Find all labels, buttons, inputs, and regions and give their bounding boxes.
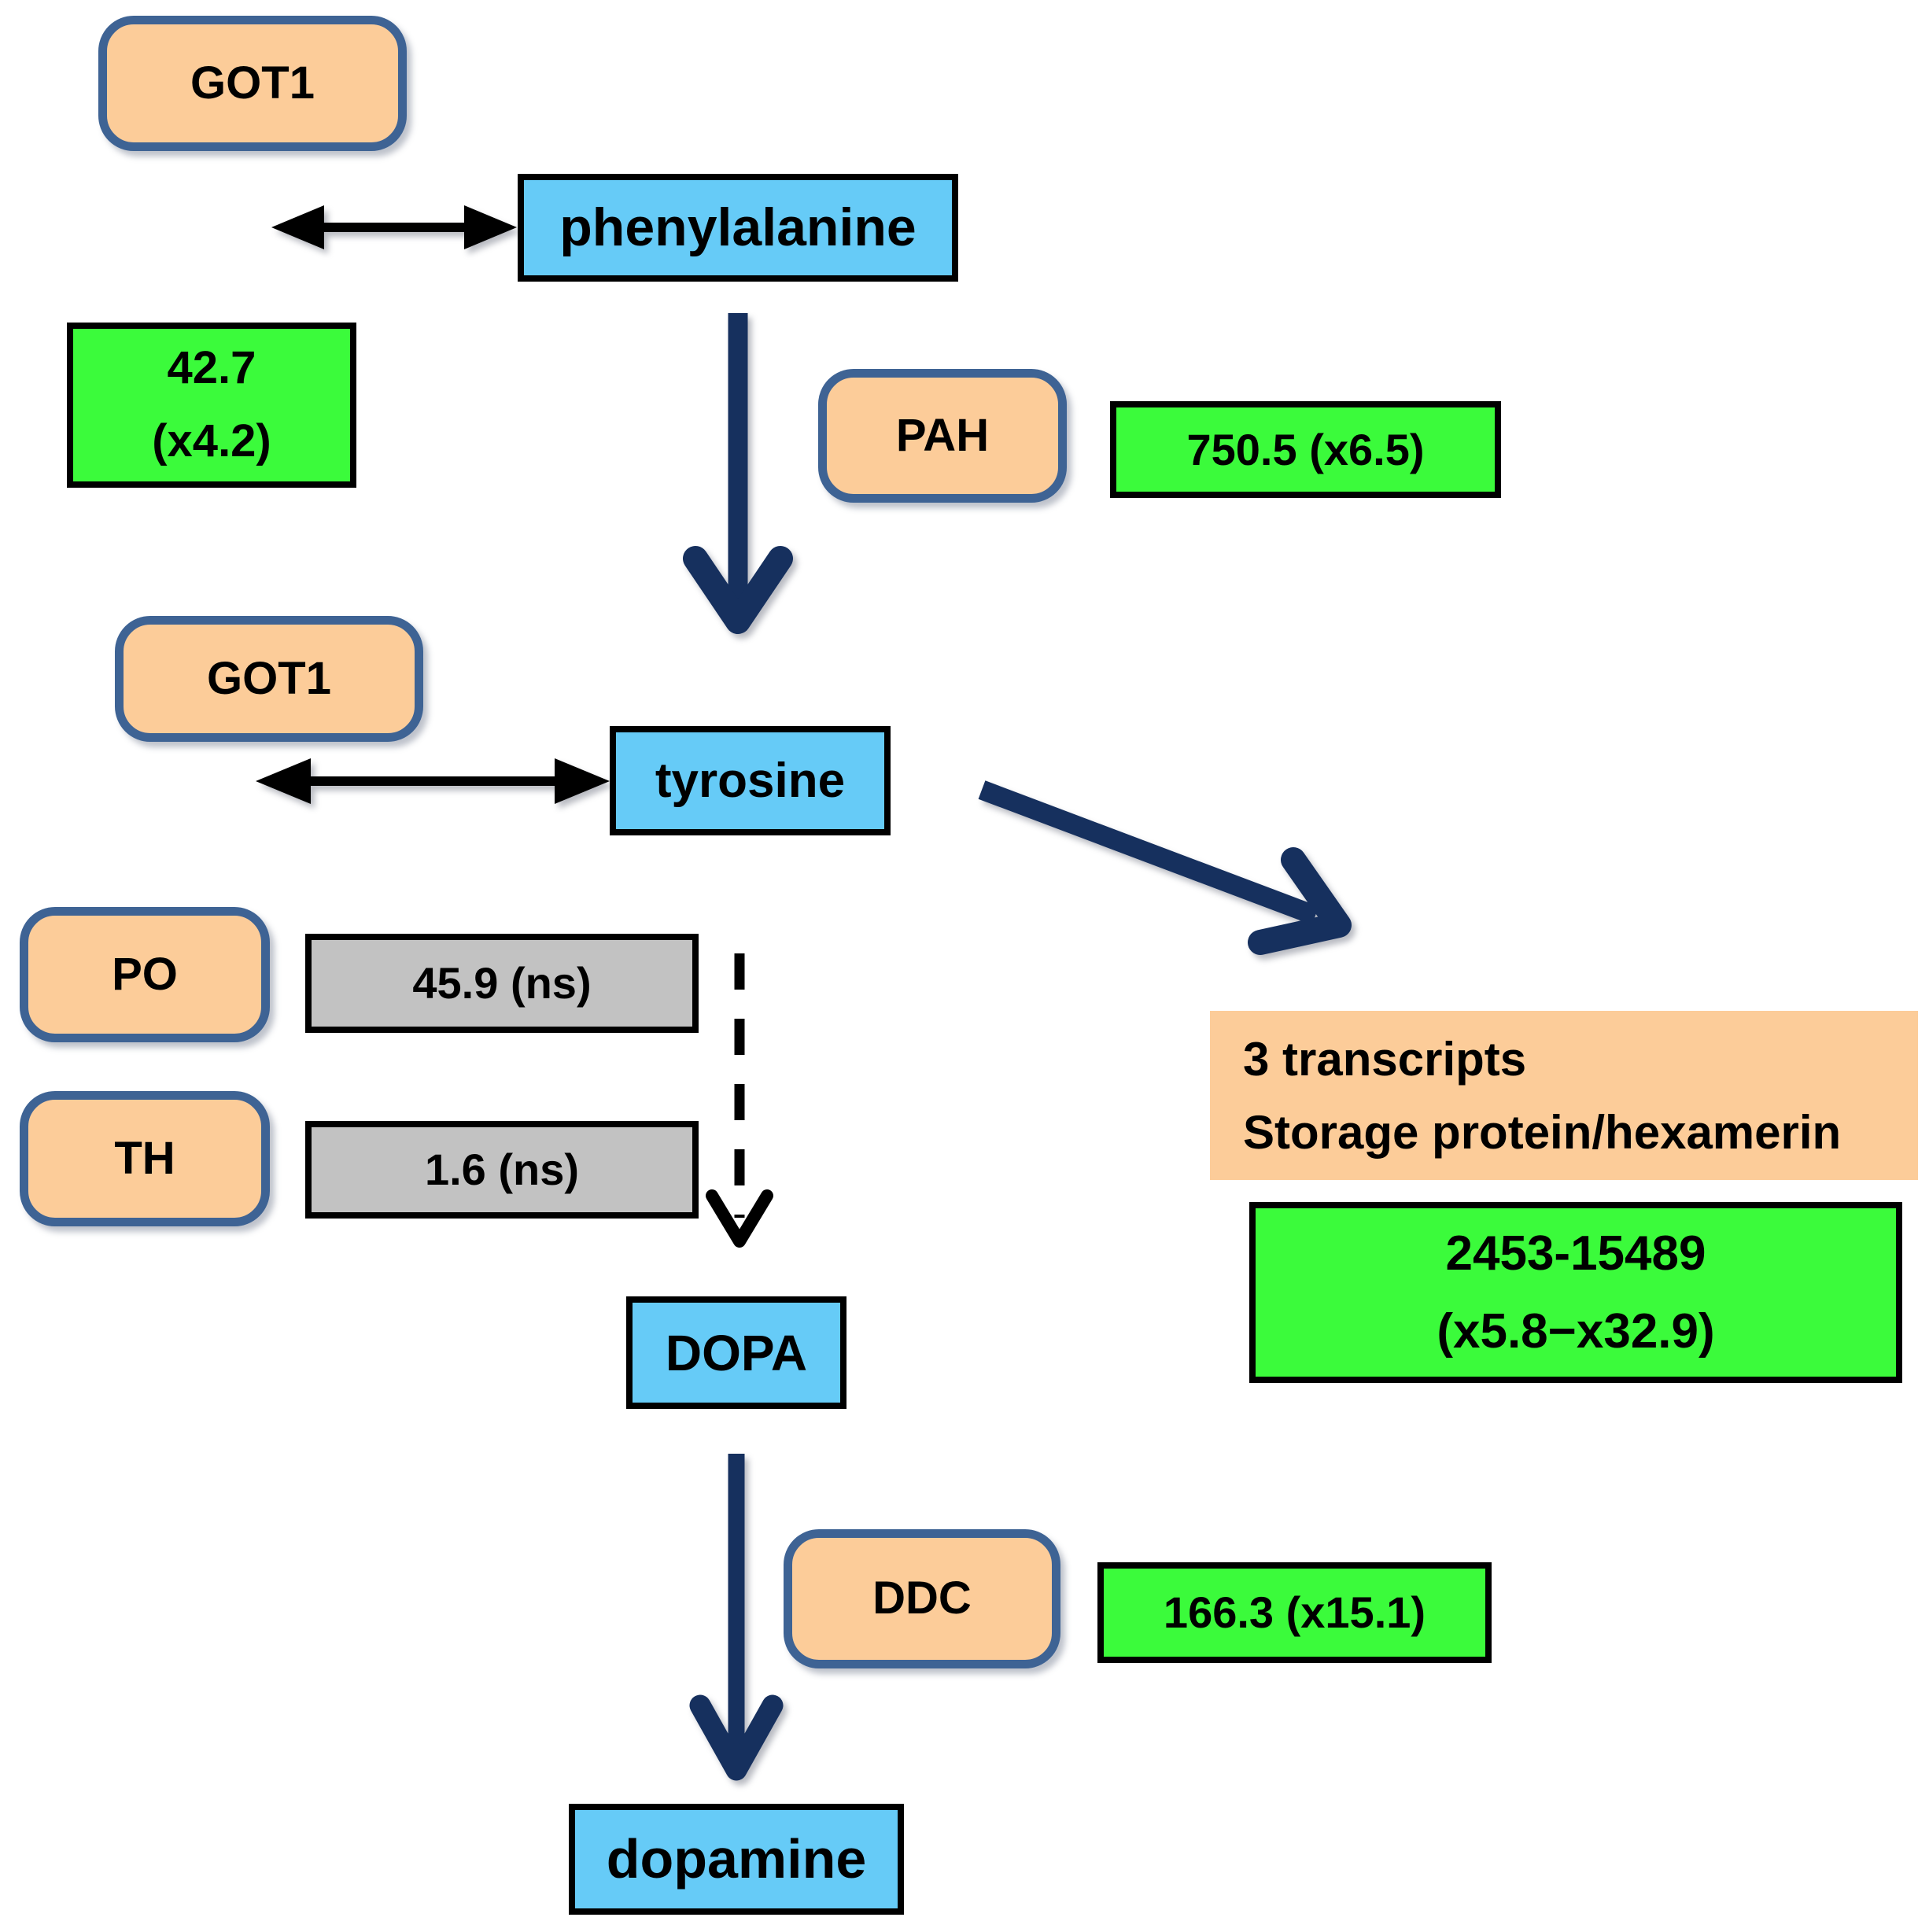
double-arrow-got1-phenylalanine-icon — [271, 205, 517, 249]
metabolite-label-dopamine: dopamine — [606, 1827, 867, 1890]
expression-value-po: 45.9 (ns) — [305, 934, 699, 1033]
arrow-dopa-dopamine-icon — [689, 1454, 784, 1781]
enzyme-box-ddc: DDC — [784, 1529, 1060, 1668]
value-text: 1.6 (ns) — [424, 1145, 580, 1194]
enzyme-label-th: TH — [114, 1132, 175, 1184]
enzyme-label-ddc: DDC — [872, 1573, 972, 1624]
enzyme-box-po: PO — [20, 907, 270, 1042]
arrow-phenylalanine-tyrosine-icon — [683, 313, 793, 634]
annotation-box-storage-protein: 3 transcripts Storage protein/hexamerin — [1210, 1011, 1918, 1180]
enzyme-box-pah: PAH — [818, 369, 1067, 503]
metabolite-box-dopa: DOPA — [626, 1296, 846, 1409]
metabolite-box-dopamine: dopamine — [569, 1804, 904, 1915]
metabolite-box-tyrosine: tyrosine — [610, 726, 891, 835]
metabolite-label-phenylalanine: phenylalanine — [559, 197, 917, 257]
metabolite-box-phenylalanine: phenylalanine — [518, 174, 958, 282]
enzyme-box-th: TH — [20, 1091, 270, 1226]
arrow-tyrosine-storage-icon — [978, 780, 1352, 955]
value-text: 750.5 (x6.5) — [1186, 424, 1425, 474]
metabolite-label-dopa: DOPA — [665, 1324, 808, 1381]
expression-value-th: 1.6 (ns) — [305, 1121, 699, 1219]
expression-value-storage-protein: 2453-15489 (x5.8−x32.9) — [1249, 1202, 1902, 1383]
enzyme-label-pah: PAH — [895, 409, 990, 461]
enzyme-label-got1-mid: GOT1 — [207, 652, 331, 704]
enzyme-label-po: PO — [112, 948, 178, 1000]
value-line: (x5.8−x32.9) — [1437, 1304, 1715, 1359]
metabolite-label-tyrosine: tyrosine — [655, 753, 846, 808]
annotation-line: 3 transcripts — [1243, 1032, 1527, 1086]
enzyme-box-got1-top: GOT1 — [98, 16, 407, 151]
value-line: 42.7 — [167, 342, 256, 394]
enzyme-box-got1-mid: GOT1 — [115, 616, 423, 742]
value-text: 166.3 (x15.1) — [1163, 1587, 1426, 1637]
annotation-line: Storage protein/hexamerin — [1243, 1105, 1842, 1159]
expression-value-pah: 750.5 (x6.5) — [1110, 401, 1501, 498]
enzyme-label-got1-top: GOT1 — [190, 57, 315, 109]
value-line: (x4.2) — [152, 415, 271, 466]
dashed-arrow-tyrosine-dopa-icon — [706, 953, 773, 1248]
value-line: 2453-15489 — [1445, 1226, 1706, 1281]
value-text: 45.9 (ns) — [412, 958, 592, 1008]
expression-value-got1: 42.7 (x4.2) — [67, 323, 356, 488]
expression-value-ddc: 166.3 (x15.1) — [1097, 1562, 1492, 1663]
double-arrow-got1-tyrosine-icon — [256, 758, 610, 804]
